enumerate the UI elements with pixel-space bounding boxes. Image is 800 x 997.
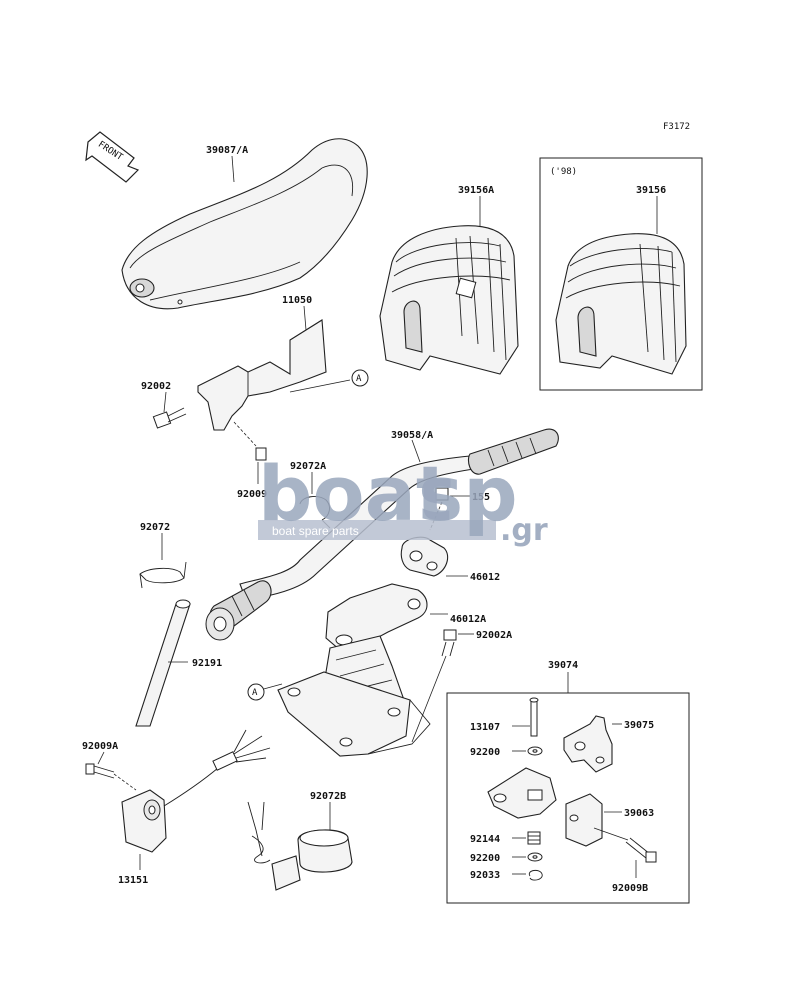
cover-39063-part[interactable] xyxy=(565,793,603,847)
label-39074: 39074 xyxy=(548,660,578,671)
label-39156A: 39156A xyxy=(458,185,494,196)
label-92191: 92191 xyxy=(192,658,222,669)
washer-92200-b-part[interactable] xyxy=(527,852,543,862)
washer-92200-a-part[interactable] xyxy=(527,746,543,756)
label-39075: 39075 xyxy=(624,720,654,731)
clamp-cap-46012-part[interactable] xyxy=(400,536,449,577)
watermark: boat sp .gr boat spare parts xyxy=(258,449,548,548)
watermark-tagline: boat spare parts xyxy=(272,524,359,538)
label-92072B: 92072B xyxy=(310,791,346,802)
label-92002A: 92002A xyxy=(476,630,512,641)
year-note: ('98) xyxy=(550,167,577,177)
label-92200-a: 92200 xyxy=(470,747,500,758)
bracket-part[interactable] xyxy=(197,319,327,431)
clamp-92072B-part[interactable] xyxy=(297,829,353,873)
lever-39075-part[interactable] xyxy=(563,715,613,773)
label-92002: 92002 xyxy=(141,381,171,392)
watermark-suffix: .gr xyxy=(500,513,548,548)
figure-code: F3172 xyxy=(663,122,690,132)
ref-marker-a-bottom: A xyxy=(247,683,265,701)
label-39156: 39156 xyxy=(636,185,666,196)
circlip-92033-part[interactable] xyxy=(528,869,543,881)
label-92072A: 92072A xyxy=(290,461,326,472)
bolt-92002-part[interactable] xyxy=(152,407,187,429)
screw-92009-part[interactable] xyxy=(233,421,267,461)
label-155: 155 xyxy=(472,492,490,503)
ref-marker-a-top: A xyxy=(351,369,369,387)
label-13151: 13151 xyxy=(118,875,148,886)
label-11050: 11050 xyxy=(282,295,312,306)
label-92200-b: 92200 xyxy=(470,853,500,864)
label-92009B: 92009B xyxy=(612,883,648,894)
label-13107: 13107 xyxy=(470,722,500,733)
screw-92009A-part[interactable] xyxy=(85,763,137,791)
grip-cover-98-part[interactable] xyxy=(555,233,687,375)
bolt-92002A-part[interactable] xyxy=(441,629,457,657)
grip-cover-part[interactable] xyxy=(379,225,519,375)
harness-clip-part[interactable] xyxy=(247,801,301,891)
label-92072: 92072 xyxy=(140,522,170,533)
label-39058A: 39058/A xyxy=(391,430,433,441)
label-46012: 46012 xyxy=(470,572,500,583)
svg-text:A: A xyxy=(356,374,362,384)
label-92033: 92033 xyxy=(470,870,500,881)
pin-13107-part[interactable] xyxy=(529,697,539,737)
front-arrow-icon: FRONT xyxy=(85,131,140,183)
spring-92144-part[interactable] xyxy=(527,831,541,845)
steering-holder-part[interactable] xyxy=(277,583,431,757)
watermark-logo-left: boat xyxy=(258,449,452,538)
label-92009: 92009 xyxy=(237,489,267,500)
svg-text:A: A xyxy=(252,688,258,698)
label-92144: 92144 xyxy=(470,834,500,845)
label-46012A: 46012A xyxy=(450,614,486,625)
watermark-band xyxy=(258,520,496,540)
throttle-housing-part[interactable] xyxy=(487,767,557,819)
seat-cover-part[interactable] xyxy=(121,138,368,310)
watermark-logo-right: sp xyxy=(418,449,518,538)
variant-98-box xyxy=(539,157,703,391)
label-39087A: 39087/A xyxy=(206,145,248,156)
label-92009A: 92009A xyxy=(82,741,118,752)
switch-13151-part[interactable] xyxy=(121,729,271,853)
screw-92009B-part[interactable] xyxy=(625,837,657,863)
label-39063: 39063 xyxy=(624,808,654,819)
clamp-92072-part[interactable] xyxy=(139,561,187,589)
tube-92191-part[interactable] xyxy=(135,599,191,727)
